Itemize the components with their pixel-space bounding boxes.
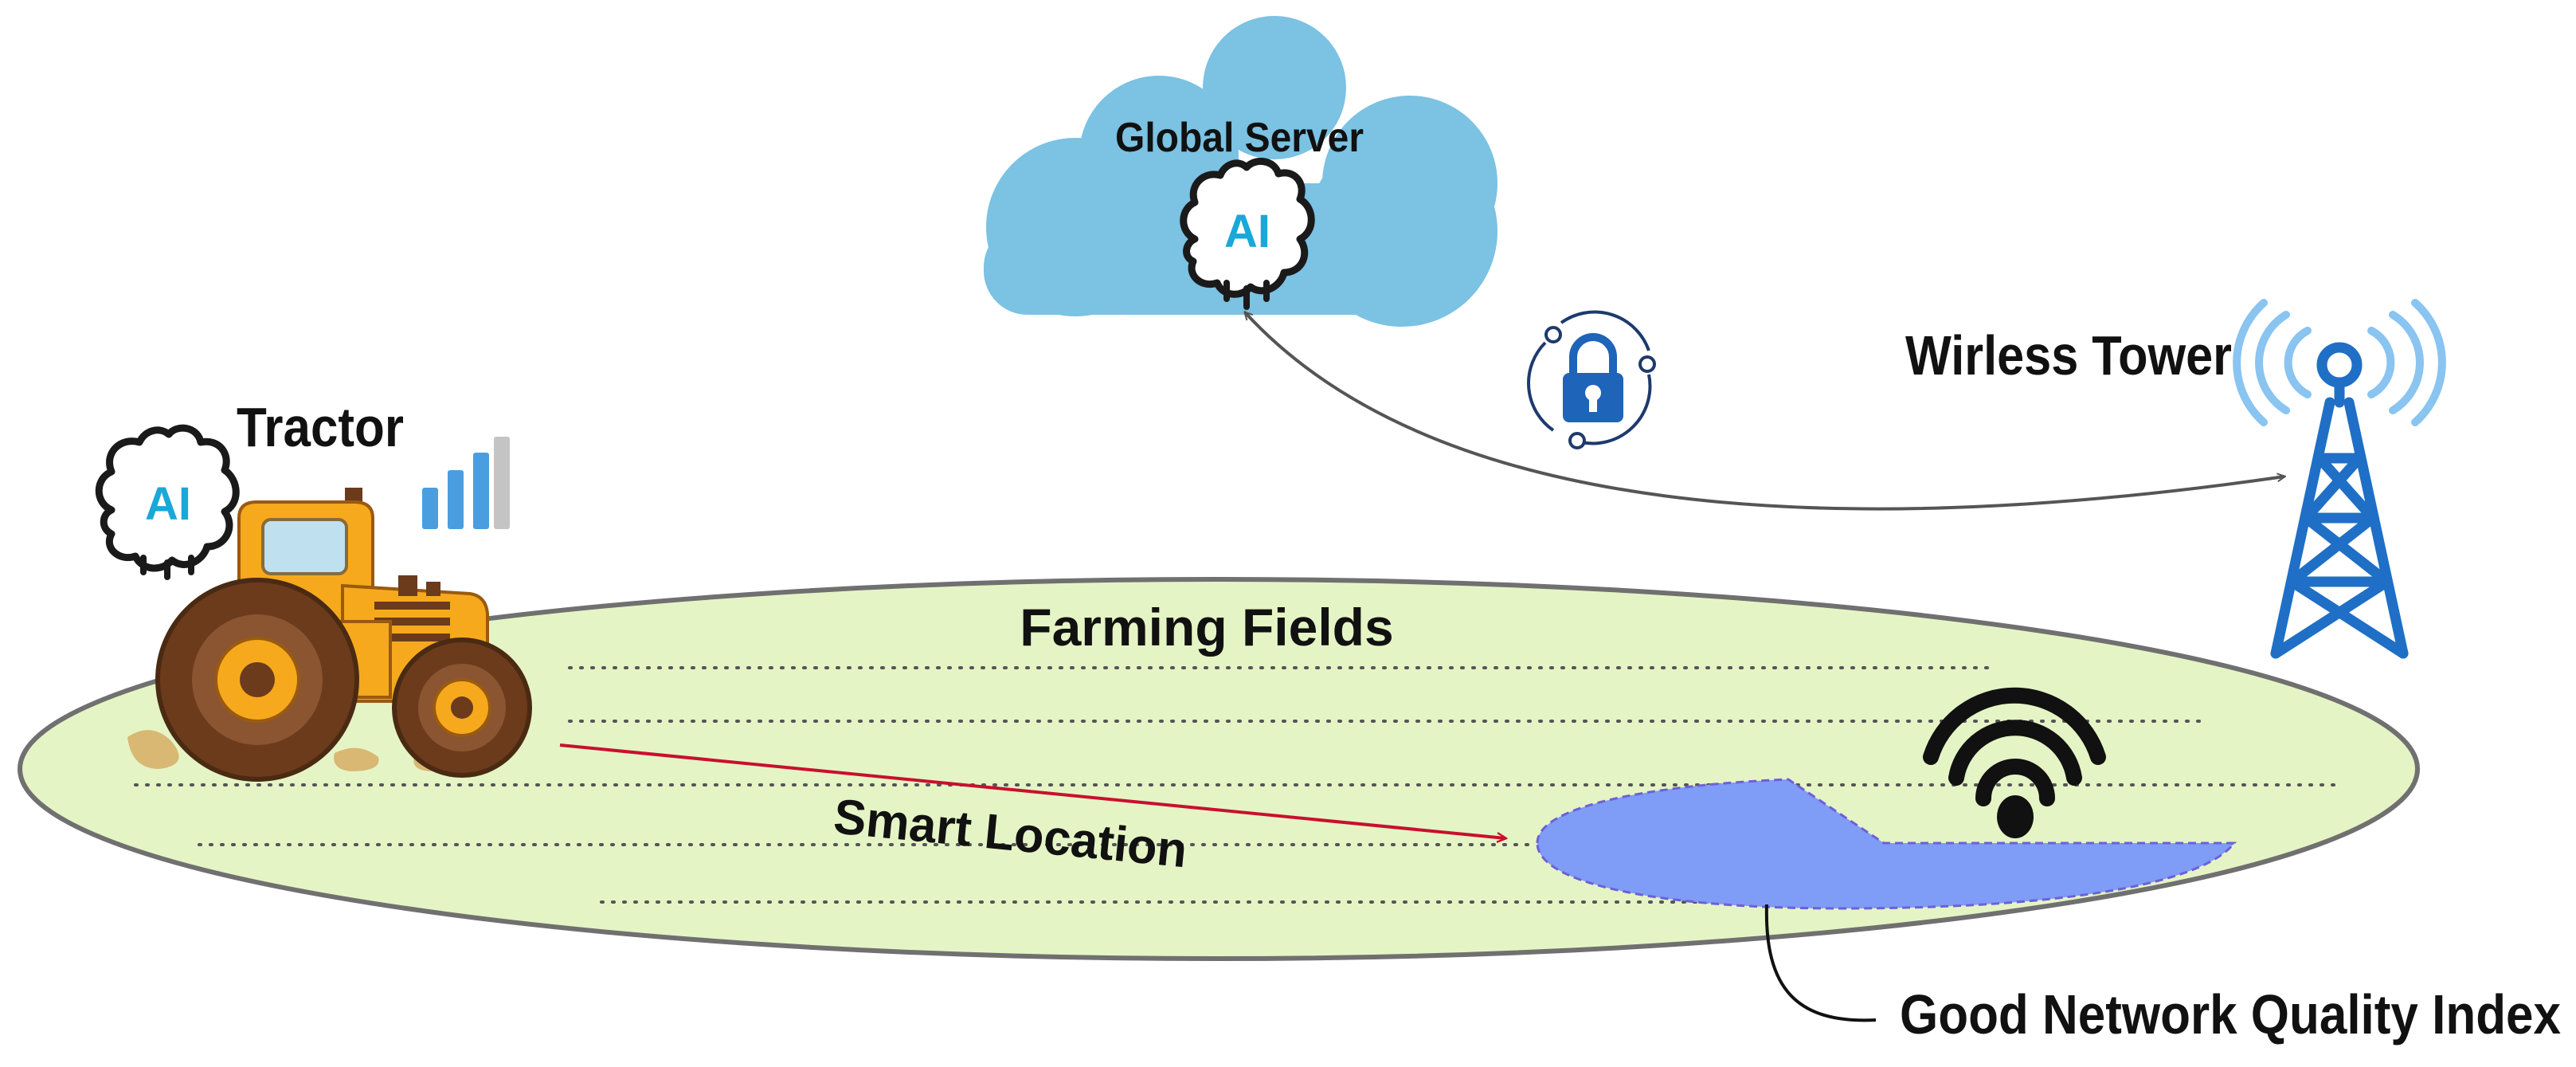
radio-waves-icon: [2233, 299, 2446, 426]
signal-bars-icon: [422, 437, 510, 529]
global-server-label: Global Server: [1115, 115, 1364, 161]
wifi-icon: [1923, 687, 2106, 838]
smart-location-arrow: [559, 743, 1505, 838]
server-ai-text: AI: [1224, 206, 1270, 257]
secure-lock-icon: [1527, 310, 1656, 449]
tractor-label: Tractor: [237, 396, 404, 458]
tower-structure: [2270, 342, 2409, 659]
server-tower-link-arrow: [1245, 312, 2284, 511]
wireless-tower-label: Wirless Tower: [1905, 324, 2232, 386]
tractor-ai-text: AI: [145, 478, 191, 530]
network-quality-zone: Good Network Quality Index: [1536, 687, 2561, 1045]
tractor-ai-brain-icon: AI: [95, 424, 240, 580]
global-server-cloud: Global Server AI: [984, 16, 1497, 327]
tractor-group: Tractor AI: [95, 396, 532, 782]
ai-brain-icon: AI: [1180, 158, 1315, 310]
callout-line: [1764, 904, 1877, 1022]
farming-fields-label: Farming Fields: [1020, 598, 1393, 657]
quality-zone-shape: [1536, 778, 2237, 910]
rear-wheel: [155, 578, 359, 782]
front-wheel: [392, 637, 532, 778]
network-quality-label: Good Network Quality Index: [1900, 983, 2561, 1045]
tractor-icon: [127, 488, 532, 782]
crop-rows: [134, 666, 2335, 904]
wireless-tower: Wirless Tower: [1905, 299, 2446, 659]
